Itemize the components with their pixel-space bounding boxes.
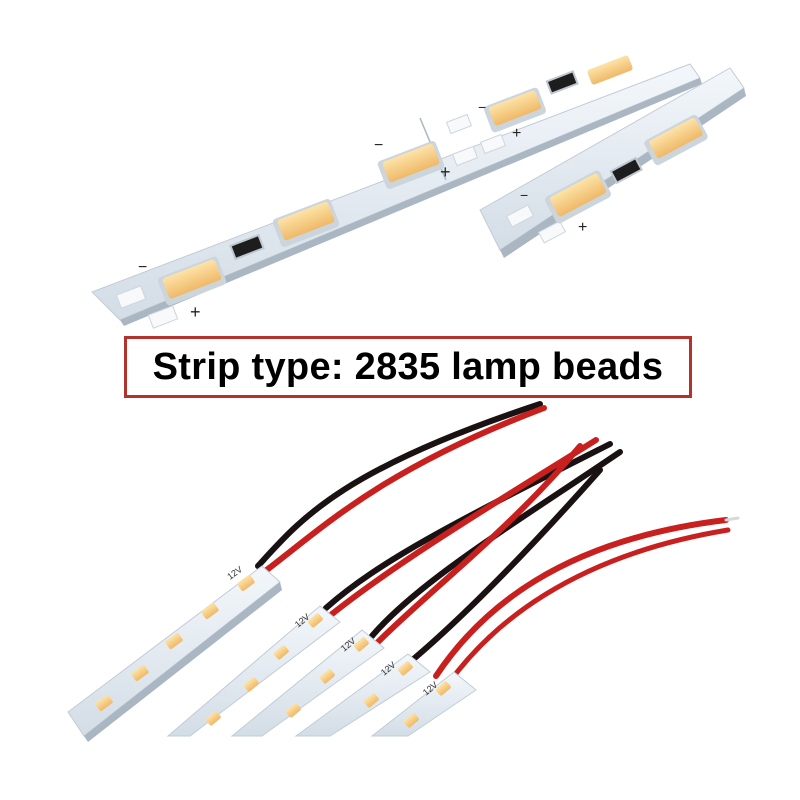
led-bead — [435, 681, 451, 696]
bottom-strip — [166, 605, 341, 737]
bottom-strip — [294, 653, 431, 737]
bottom-strip — [67, 565, 282, 742]
led-bead — [273, 645, 289, 660]
led-bead — [201, 603, 219, 619]
led-bead — [363, 693, 379, 708]
led-bead — [544, 170, 612, 224]
led-bead — [157, 256, 227, 306]
led-bead — [272, 199, 340, 247]
plus-marking: + — [512, 125, 521, 142]
plus-marking: + — [440, 162, 451, 182]
led-bead — [319, 669, 335, 684]
resistor — [229, 233, 265, 261]
minus-marking: − — [478, 99, 486, 115]
led-bead — [587, 55, 633, 85]
minus-marking: − — [138, 259, 147, 276]
minus-marking: − — [520, 187, 528, 203]
wires — [255, 401, 740, 687]
led-bead — [237, 575, 255, 591]
led-bead — [205, 711, 221, 726]
resistor — [545, 70, 579, 95]
led-bead — [95, 695, 113, 711]
caption-box: Strip type: 2835 lamp beads — [124, 336, 692, 398]
caption-text: Strip type: 2835 lamp beads — [152, 345, 664, 388]
minus-marking: − — [374, 137, 383, 154]
plus-marking: + — [190, 302, 201, 322]
led-bead — [243, 677, 259, 692]
led-bead — [307, 613, 323, 628]
led-bead — [397, 661, 413, 676]
led-bead — [484, 87, 546, 133]
led-bead — [131, 665, 149, 681]
led-bead — [165, 633, 183, 649]
bottom-strip — [230, 629, 385, 737]
led-bead — [377, 141, 445, 189]
led-bead — [285, 703, 301, 718]
led-bead — [403, 713, 419, 728]
resistor — [609, 156, 643, 185]
plus-marking: + — [578, 219, 587, 236]
led-bead — [644, 114, 708, 166]
led-bead — [353, 637, 369, 652]
